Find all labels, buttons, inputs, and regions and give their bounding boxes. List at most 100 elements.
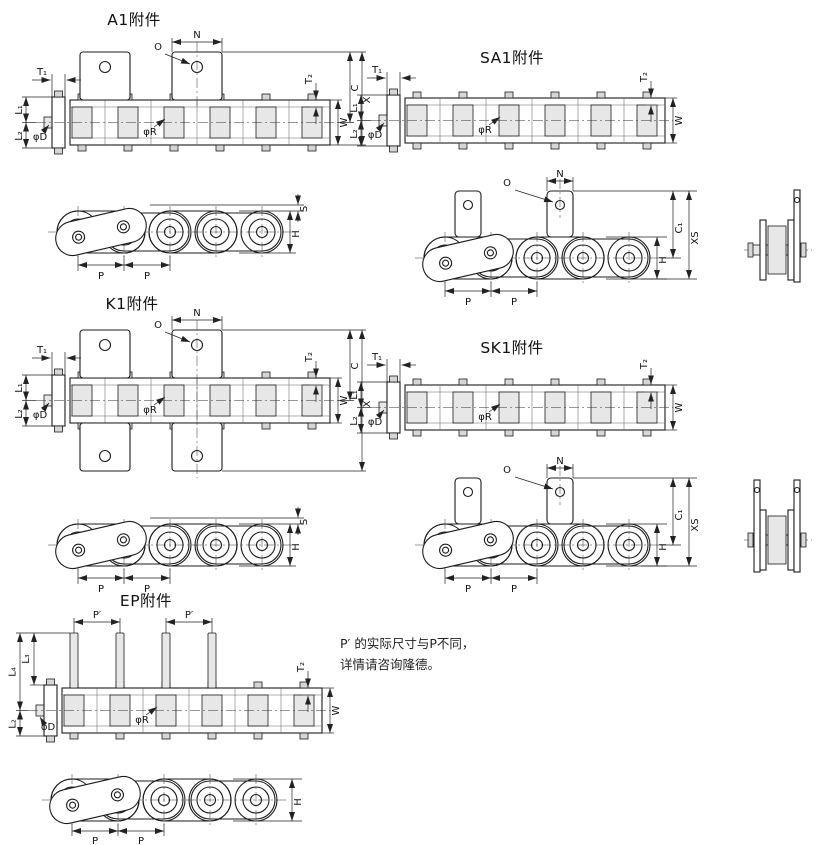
roller [767,225,787,275]
a1-dim-phi-d: φD [33,132,48,143]
link-plate [759,219,767,281]
sk1-dim-o: O [503,465,511,476]
a1-dim-p: P [144,271,150,282]
k1-dim-h: H [291,543,302,551]
a1-dim-n: N [193,30,200,41]
a1-dim-t1: T₁ [36,67,47,78]
sk1-dim-c1: C₁ [674,510,685,521]
sk1-roller-view: N O P P H C₁ XS [414,456,701,595]
k1-dim-l2: L₂ [14,409,25,419]
sk1-dim-n: N [556,456,563,467]
sa1-dim-t2: T₂ [639,72,650,83]
sa1-plan-view: T₁ L₁ L₂ φD φR T₂ W [349,65,685,153]
link-plate [759,509,767,571]
a1-dim-o: O [154,42,162,53]
link-plate [787,509,795,571]
ep-dim-l2: L₂ [8,719,19,729]
sa1-dim-phi-r: φR [478,125,492,136]
sk1-dim-p: P [465,584,471,595]
ep-dim-phi-r: φR [135,715,149,726]
k1-dim-l1: L₁ [14,383,25,393]
sa1-dim-w: W [674,115,685,125]
sk1-section-title: SK1附件 [480,339,544,357]
sa1-tab-hole [462,199,474,211]
ep-dim-w: W [331,705,342,715]
sa1-roller-view: N O P P H C₁ XS [414,169,701,308]
k1-dim-phi-d: φD [33,410,48,421]
ep-dim-p-prime: P′ [93,610,102,621]
k1-plan-view: N O T₁ L₁ L₂ φD φR T₂ W C [14,308,373,478]
k1-dim-o: O [154,320,162,331]
ep-plan-view: P′ P′ L₃ L₄ L₂ φD φR T₂ W [8,610,342,743]
k1-dim-t2: T₂ [304,352,315,363]
sk1-dim-t1: T₁ [371,352,382,363]
sk1-dim-xs: XS [690,518,701,531]
sa1-dim-o: O [503,178,511,189]
sk1-tab-hole [462,486,474,498]
a1-attachment-tab [79,51,131,101]
k1-attachment-tab [79,329,131,379]
ep-section-title: EP附件 [119,592,173,610]
ep-extended-pin [69,632,79,689]
ep-dim-p-prime: P′ [185,610,194,621]
sa1-dim-n: N [556,169,563,180]
sa1-section-title: SA1附件 [479,49,545,67]
a1-dim-l1: L₁ [14,105,25,115]
k1-dim-phi-r: φR [143,405,157,416]
sa1-dim-xs: XS [690,231,701,244]
a1-dim-phi-r: φR [143,127,157,138]
sk1-tab-hole [793,486,801,494]
a1-dim-c: C [350,84,361,91]
k1-roller-view: P P S H [47,507,310,595]
k1-dim-c: C [350,362,361,369]
sa1-attachment-tab [454,190,482,238]
sa1-dim-p: P [511,297,517,308]
sk1-attachment-plate [753,479,761,573]
sa1-end-view [744,189,812,283]
sk1-tab-hole [753,486,761,494]
sk1-dim-t2: T₂ [639,359,650,370]
ep-dim-p: P [138,836,144,845]
sa1-dim-t1: T₁ [371,65,382,76]
sk1-dim-l2: L₂ [349,416,360,426]
a1-tab-hole [98,60,112,74]
k1-dim-p: P [144,584,150,595]
k1-dim-t1: T₁ [36,345,47,356]
note: P′ 的实际尺寸与P不同， 详情请咨询隆德。 [340,634,580,675]
sa1-dim-c1: C₁ [674,223,685,234]
a1-dim-p: P [98,271,104,282]
note-line-2: 详情请咨询隆德。 [340,656,441,672]
sk1-dim-h: H [658,543,669,551]
a1-plan-view: N O T₁ L₁ L₂ φD φR T₂ W C [14,30,373,155]
k1-dim-n: N [193,308,200,319]
sk1-dim-phi-d: φD [368,417,383,428]
k1-attachment-tab [79,422,131,472]
k1-dim-p: P [98,584,104,595]
sa1-dim-l1: L₁ [349,103,360,113]
a1-roller-view: P P S H [47,194,310,282]
k1-dim-x: X [362,400,373,407]
sk1-dim-w: W [674,402,685,412]
k1-tab-hole [98,338,112,352]
sa1-dim-l2: L₂ [349,129,360,139]
sk1-dim-p: P [511,584,517,595]
sk1-attachment-tab [454,477,482,525]
ep-dim-t2: T₂ [296,662,307,673]
link-plate [787,219,795,281]
k1-dim-s: S [299,519,310,525]
ep-extended-pin [115,632,125,689]
ep-dim-l4: L₄ [8,667,19,677]
ep-roller-view: P P H [41,772,304,845]
k1-section-title: K1附件 [105,295,159,313]
sk1-dim-phi-r: φR [478,412,492,423]
sk1-end-view [744,479,812,573]
sk1-plan-view: T₁ L₁ L₂ φD φR T₂ W [349,352,685,440]
a1-dim-h: H [291,230,302,238]
a1-dim-x: X [362,96,373,103]
sa1-dim-p: P [465,297,471,308]
ep-dim-l3: L₃ [21,654,32,664]
ep-extended-pin [207,632,217,689]
ep-extended-pin [161,632,171,689]
